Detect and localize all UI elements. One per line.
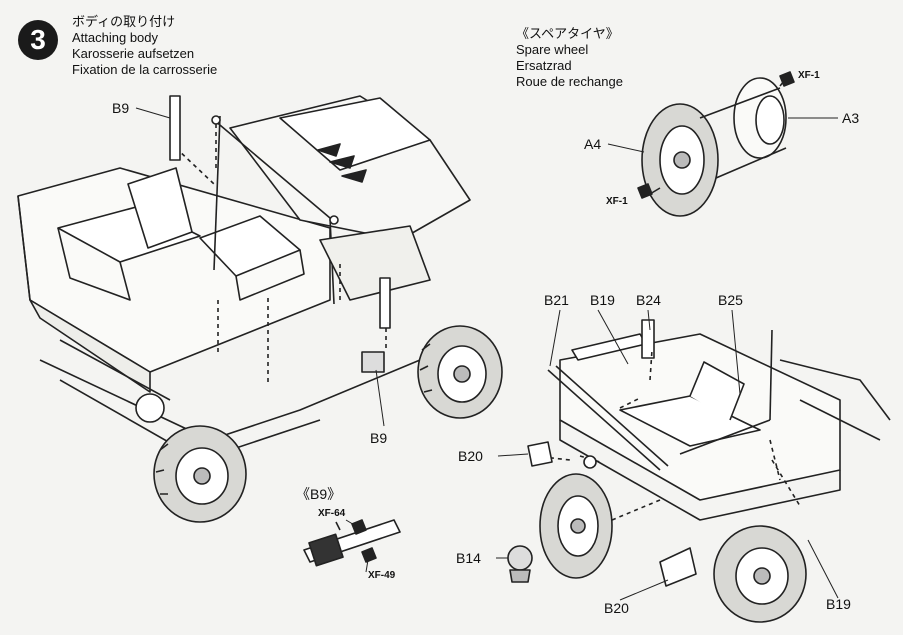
part-label-xf1-top: XF-1 <box>798 70 820 81</box>
part-label-xf1-bottom: XF-1 <box>606 196 628 207</box>
heading-fr: Fixation de la carrosserie <box>72 62 218 77</box>
part-label-b19-top: B19 <box>590 292 615 308</box>
b9-inset-drawing <box>303 519 401 567</box>
heading-en: Attaching body <box>72 30 159 45</box>
step-number-badge: 3 <box>18 20 58 60</box>
heading-jp: ボディの取り付け <box>72 14 176 29</box>
part-label-b9-bottom: B9 <box>370 430 388 446</box>
heading-de: Karosserie aufsetzen <box>72 46 195 61</box>
part-label-b14: B14 <box>456 550 481 566</box>
main-body-drawing <box>17 95 503 523</box>
part-label-b20-left: B20 <box>458 448 483 464</box>
part-label-b19-bottom: B19 <box>826 596 851 612</box>
spare-wheel-drawing <box>637 71 795 217</box>
part-label-b24: B24 <box>636 292 661 308</box>
part-label-b9-top: B9 <box>112 100 130 116</box>
rear-body-drawing <box>507 319 891 623</box>
spare-jp: 《スペアタイヤ》 <box>516 26 619 41</box>
part-label-b20-bottom: B20 <box>604 600 629 616</box>
spare-en: Spare wheel <box>516 42 589 57</box>
paint-label-xf49: XF-49 <box>368 570 396 581</box>
spare-wheel-heading: 《スペアタイヤ》 Spare wheel Ersatzrad Roue de r… <box>516 26 623 90</box>
part-label-a3: A3 <box>842 110 860 126</box>
paint-label-xf64: XF-64 <box>318 508 346 519</box>
part-label-a4: A4 <box>584 136 602 152</box>
step-heading: ボディの取り付け Attaching body Karosserie aufse… <box>72 14 217 78</box>
part-label-b25: B25 <box>718 292 743 308</box>
spare-de: Ersatzrad <box>516 58 572 73</box>
inset-title-b9: 《B9》 <box>296 486 342 502</box>
part-label-b21: B21 <box>544 292 569 308</box>
spare-fr: Roue de rechange <box>516 74 623 89</box>
